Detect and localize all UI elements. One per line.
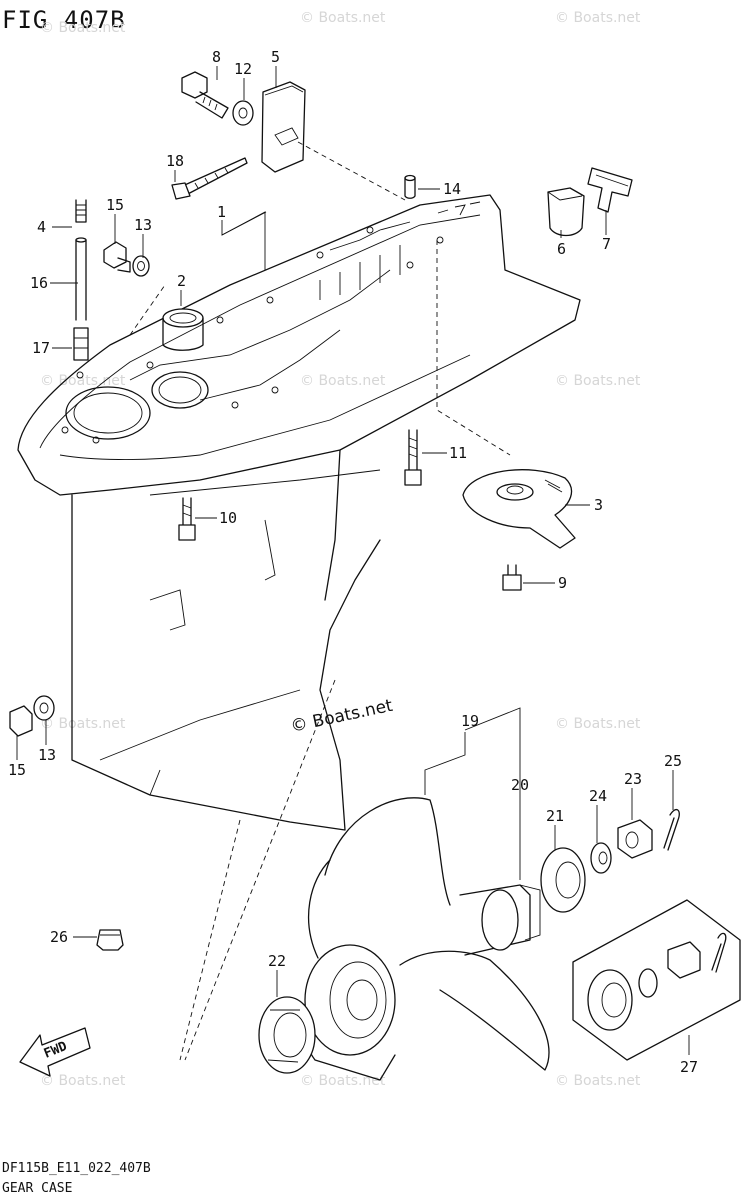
watermark: © Boats.net <box>300 10 386 26</box>
callout-19: 19 <box>461 712 479 730</box>
callout-13: 13 <box>134 216 152 234</box>
callout-3: 3 <box>594 496 603 514</box>
watermark: © Boats.net <box>40 20 126 36</box>
callout-22: 22 <box>268 952 286 970</box>
callout-18: 18 <box>166 152 184 170</box>
part-18-strap <box>171 157 248 200</box>
part-21-thrust-washer <box>540 847 586 913</box>
callout-1: 1 <box>217 203 226 221</box>
watermark: © Boats.net <box>555 373 641 389</box>
callout-15: 15 <box>106 196 124 214</box>
callout-24: 24 <box>589 787 607 805</box>
part-15-13-plug-lower <box>9 695 55 737</box>
callout-20: 20 <box>511 776 529 794</box>
watermark: © Boats.net <box>40 1073 126 1089</box>
part-27-kit <box>572 899 741 1061</box>
watermark: © Boats.net <box>40 716 126 732</box>
callout-16: 16 <box>30 274 48 292</box>
fwd-arrow-icon: FWD <box>19 1027 91 1077</box>
watermark: © Boats.net <box>300 1073 386 1089</box>
part-9-bolt <box>502 564 522 591</box>
callout-9: 9 <box>558 574 567 592</box>
part-6-cap <box>547 187 585 237</box>
callout-17: 17 <box>32 339 50 357</box>
callout-5: 5 <box>271 48 280 66</box>
callout-14: 14 <box>443 180 461 198</box>
callout-26: 26 <box>50 928 68 946</box>
callout-21: 21 <box>546 807 564 825</box>
part-25-cotter-pin <box>663 808 680 851</box>
callout-10: 10 <box>219 509 237 527</box>
leader-lines <box>16 66 690 1061</box>
callout-25: 25 <box>664 752 682 770</box>
part-10-bolt <box>178 497 196 541</box>
part-3-trim-tab <box>462 469 576 549</box>
callout-6: 6 <box>557 240 566 258</box>
callout-15-lower: 15 <box>8 761 26 779</box>
figure-title: FIG 407B <box>2 6 126 34</box>
callout-27: 27 <box>680 1058 698 1076</box>
callout-12: 12 <box>234 60 252 78</box>
callout-2: 2 <box>177 272 186 290</box>
propeller-assembly <box>302 797 550 1081</box>
callout-7: 7 <box>602 235 611 253</box>
watermark: © Boats.net <box>555 10 641 26</box>
part-5-anode <box>261 81 306 173</box>
watermark: © Boats.net <box>555 1073 641 1089</box>
part-23-nut <box>617 819 653 859</box>
part-24-washer <box>590 842 612 874</box>
part-26-plug <box>96 929 124 951</box>
callout-4: 4 <box>37 218 46 236</box>
watermarks: © Boats.net © Boats.net © Boats.net © Bo… <box>40 10 641 1089</box>
watermark: © Boats.net <box>555 716 641 732</box>
watermark-center: © Boats.net <box>289 696 395 737</box>
callout-13-lower: 13 <box>38 746 56 764</box>
watermark: © Boats.net <box>40 373 126 389</box>
part-22-spacer <box>258 996 316 1074</box>
callout-11: 11 <box>449 444 467 462</box>
part-4-16-17-water-tube <box>73 199 89 361</box>
part-8-bolt <box>181 71 229 119</box>
figure-code: DF115B_E11_022_407B <box>2 1161 151 1176</box>
figure-caption: GEAR CASE <box>2 1181 72 1196</box>
part-14-pin <box>404 174 416 199</box>
callout-23: 23 <box>624 770 642 788</box>
gear-case-housing <box>17 194 581 831</box>
callout-numbers: 8 12 5 18 14 4 15 13 1 6 7 16 2 17 11 3 … <box>8 48 698 1076</box>
part-7-plate <box>587 167 633 213</box>
watermark: © Boats.net <box>300 373 386 389</box>
part-15-13-plug-top <box>103 241 150 277</box>
part-11-bolt <box>404 429 422 486</box>
part-12-washer <box>232 100 254 126</box>
callout-8: 8 <box>212 48 221 66</box>
